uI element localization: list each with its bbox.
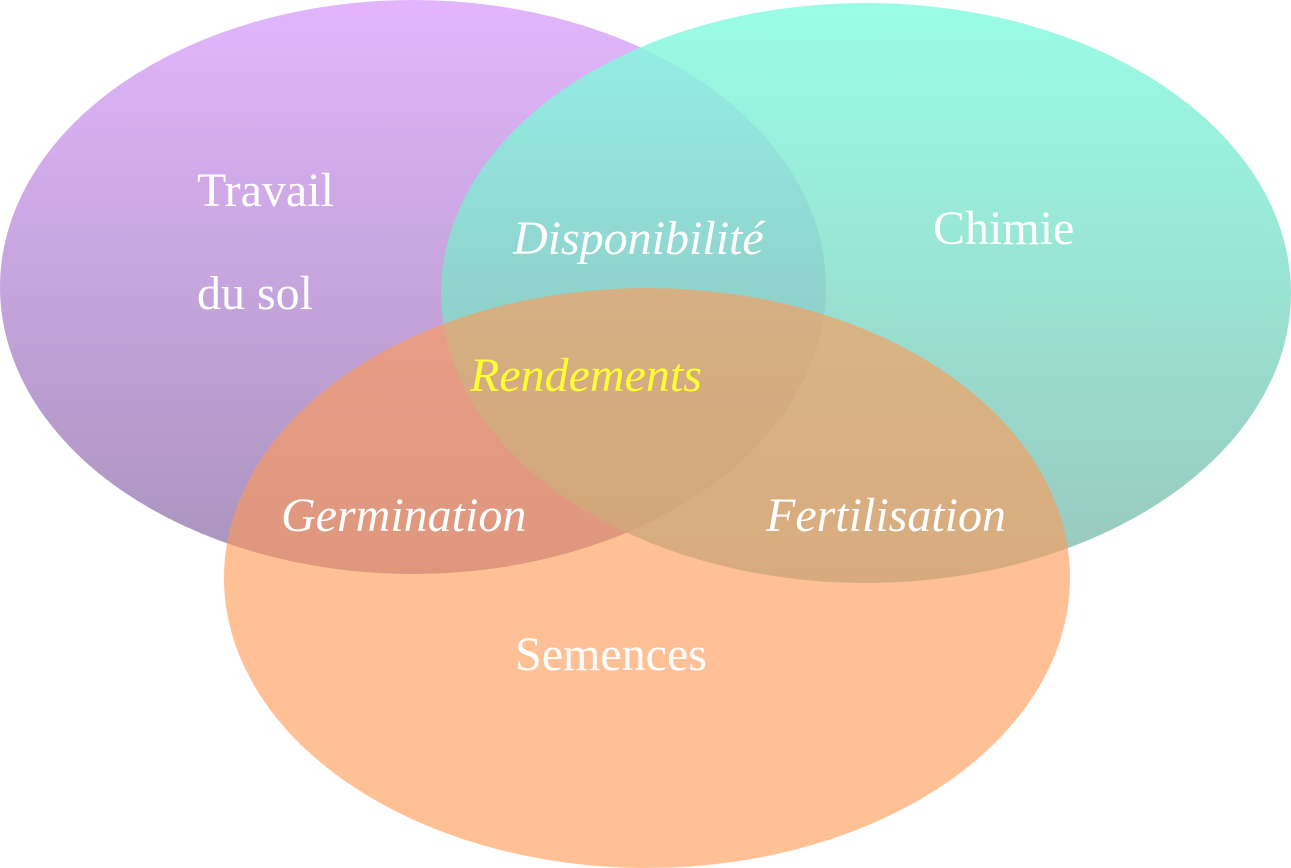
semences-label: Semences — [515, 628, 707, 681]
rendements-label: Rendements — [469, 349, 702, 402]
disponibilite-label: Disponibilité — [512, 212, 766, 265]
semences-ellipse — [224, 288, 1070, 868]
chimie-label: Chimie — [933, 202, 1074, 255]
germination-label: Germination — [281, 489, 526, 542]
travail-label-line2: du sol — [197, 267, 313, 320]
fertilisation-label: Fertilisation — [765, 489, 1006, 542]
travail-label-line1: Travail — [197, 164, 334, 217]
